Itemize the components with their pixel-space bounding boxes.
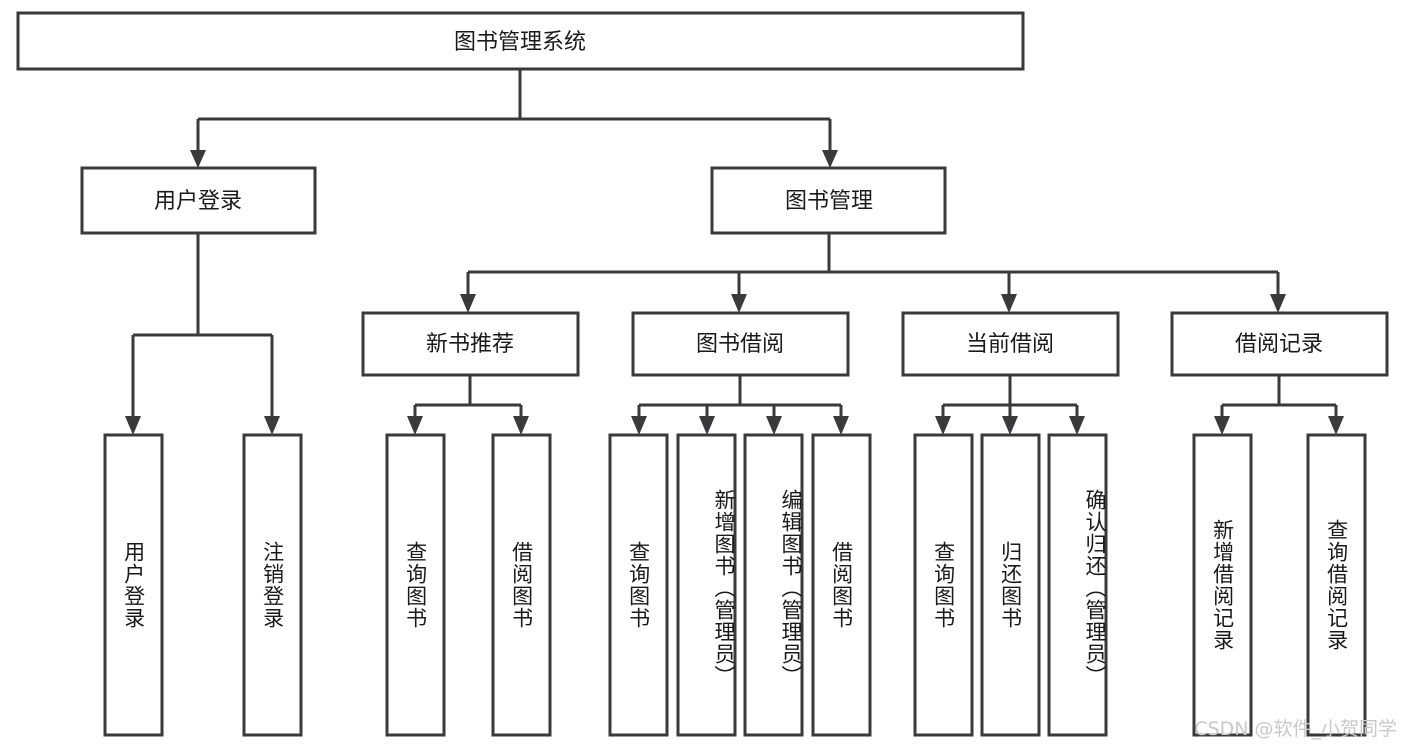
node-root[interactable]: 图书管理系统 (16, 11, 1025, 71)
arrowhead-leaf-2 (264, 416, 280, 435)
node-root-label: 图书管理系统 (454, 30, 586, 55)
connectors-new-book-to-leaves (407, 375, 529, 435)
node-book-manage-label: 图书管理 (785, 189, 873, 214)
arrowhead-leaf-11 (1069, 416, 1085, 435)
leaf-box-query-book-1[interactable] (385, 433, 446, 737)
arrowhead-book-manage (822, 150, 838, 168)
arrowhead-leaf-6 (699, 416, 715, 435)
arrowhead-leaf-9 (935, 416, 951, 435)
connectors-borrow-record-to-leaves (1214, 375, 1344, 435)
node-borrow-record-box[interactable] (1170, 311, 1389, 377)
leaf-box-borrow-book-2[interactable] (811, 433, 872, 737)
arrowhead-leaf-7 (766, 416, 782, 435)
node-book-manage[interactable]: 图书管理 (710, 166, 947, 235)
node-book-borrow-label: 图书借阅 (696, 332, 784, 357)
arrowhead-leaf-3 (407, 416, 423, 435)
arrowhead-leaf-12 (1214, 416, 1230, 435)
node-user-login-label: 用户登录 (154, 189, 242, 214)
leaf-box-add-record[interactable] (1192, 433, 1253, 737)
node-borrow-record-label: 借阅记录 (1235, 332, 1323, 357)
leaf-box-add-book[interactable] (676, 433, 737, 737)
leaf-box-logout[interactable] (242, 433, 303, 737)
node-current-borrow-box[interactable] (901, 311, 1120, 377)
arrowhead-leaf-1 (125, 416, 141, 435)
node-new-book-recommend-box[interactable] (361, 311, 580, 377)
leaf-box-query-record[interactable] (1306, 433, 1367, 737)
node-current-borrow-label: 当前借阅 (966, 332, 1054, 357)
csdn-watermark: CSDN @软件_小贺同学 (1194, 718, 1397, 740)
node-borrow-record[interactable]: 借阅记录 (1170, 311, 1389, 377)
connectors-current-borrow-to-leaves (935, 375, 1085, 435)
leaf-box-return-book[interactable] (980, 433, 1041, 737)
connectors-root-to-level2 (190, 69, 838, 168)
leaf-box-edit-book[interactable] (743, 433, 804, 737)
node-new-book-recommend[interactable]: 新书推荐 (361, 311, 580, 377)
arrowhead-new-book (460, 294, 476, 313)
node-current-borrow[interactable]: 当前借阅 (901, 311, 1120, 377)
arrowhead-leaf-10 (1002, 416, 1018, 435)
arrowhead-leaf-8 (833, 416, 849, 435)
connectors-book-manage-to-level3 (460, 233, 1286, 313)
arrowhead-borrow-record (1270, 294, 1286, 313)
node-new-book-recommend-label: 新书推荐 (426, 332, 514, 357)
node-book-manage-box[interactable] (710, 166, 947, 235)
leaf-box-confirm-return[interactable] (1047, 433, 1108, 737)
arrowhead-book-borrow (731, 294, 747, 313)
node-root-box[interactable] (16, 11, 1025, 71)
arrowhead-user-login (190, 150, 206, 168)
node-user-login[interactable]: 用户登录 (80, 166, 317, 235)
leaf-box-query-book-2[interactable] (608, 433, 669, 737)
arrowhead-leaf-13 (1328, 416, 1344, 435)
arrowhead-leaf-4 (513, 416, 529, 435)
arrowhead-current-borrow (1001, 294, 1017, 313)
connectors-user-login-to-leaves (125, 233, 280, 435)
arrowhead-leaf-5 (631, 416, 647, 435)
connectors-book-borrow-to-leaves (631, 375, 849, 435)
node-book-borrow[interactable]: 图书借阅 (631, 311, 850, 377)
leaf-box-user-login[interactable] (103, 433, 164, 737)
leaf-box-borrow-book-1[interactable] (491, 433, 552, 737)
leaf-box-query-book-3[interactable] (913, 433, 974, 737)
node-book-borrow-box[interactable] (631, 311, 850, 377)
